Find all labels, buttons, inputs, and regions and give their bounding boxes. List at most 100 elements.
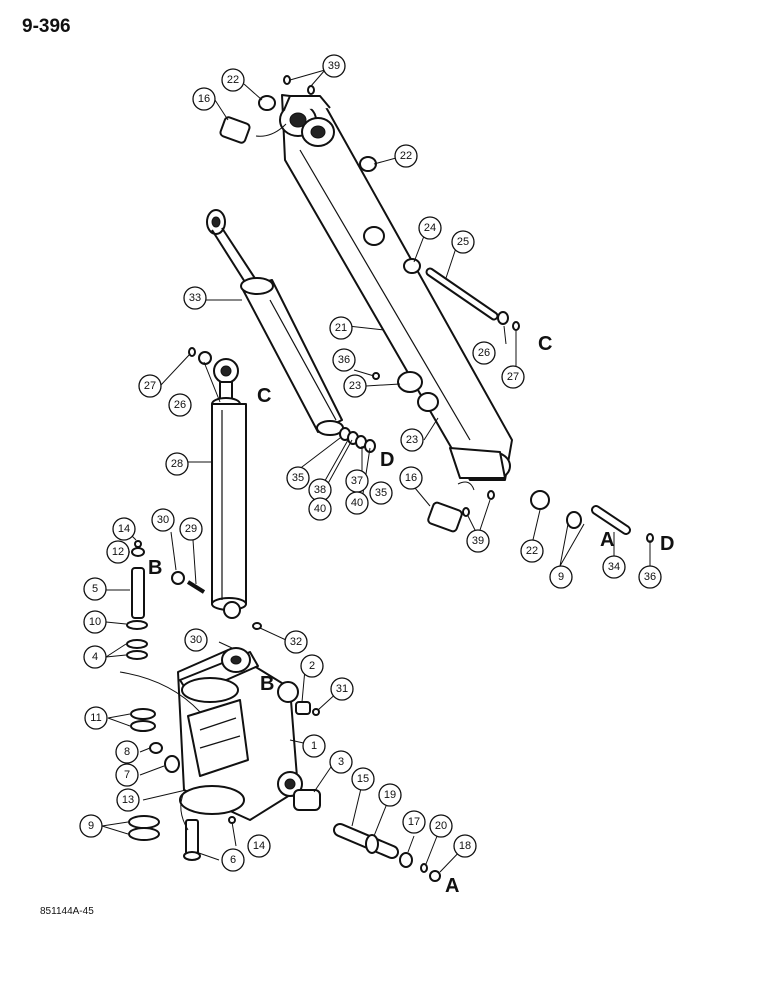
svg-text:14: 14 xyxy=(253,840,265,852)
svg-text:33: 33 xyxy=(189,292,201,304)
svg-text:1: 1 xyxy=(311,740,317,752)
svg-text:30: 30 xyxy=(157,514,169,526)
svg-text:31: 31 xyxy=(336,683,348,695)
svg-text:27: 27 xyxy=(507,371,519,383)
ref-letter-b-lower: B xyxy=(260,673,274,695)
svg-text:21: 21 xyxy=(335,322,347,334)
svg-text:22: 22 xyxy=(400,150,412,162)
svg-text:10: 10 xyxy=(89,616,101,628)
callout-39b: 39 xyxy=(466,529,490,553)
ref-letter-c-lower: C xyxy=(257,385,271,407)
callout-27a: 27 xyxy=(501,365,525,389)
callout-10: 10 xyxy=(83,610,107,634)
callout-39a: 39 xyxy=(322,54,346,78)
svg-text:36: 36 xyxy=(338,354,350,366)
callout-30a: 30 xyxy=(151,508,175,532)
svg-text:19: 19 xyxy=(384,789,396,801)
callout-28: 28 xyxy=(165,452,189,476)
callout-29: 29 xyxy=(179,517,203,541)
svg-text:40: 40 xyxy=(351,497,363,509)
callout-23a: 23 xyxy=(343,374,367,398)
svg-text:4: 4 xyxy=(92,651,98,663)
svg-text:32: 32 xyxy=(290,636,302,648)
ref-letter-a-lower: A xyxy=(445,875,459,897)
lower-cylinder xyxy=(211,358,247,619)
svg-text:3: 3 xyxy=(338,756,344,768)
svg-text:12: 12 xyxy=(112,546,124,558)
page-number: 9-396 xyxy=(22,16,71,37)
figure-code: 851144A-45 xyxy=(40,906,94,917)
svg-text:36: 36 xyxy=(644,571,656,583)
ref-letter-a-right: A xyxy=(600,529,614,551)
svg-text:5: 5 xyxy=(92,583,98,595)
svg-text:17: 17 xyxy=(408,816,420,828)
svg-text:16: 16 xyxy=(405,472,417,484)
svg-text:6: 6 xyxy=(230,854,236,866)
svg-text:23: 23 xyxy=(406,434,418,446)
callout-15: 15 xyxy=(351,767,375,791)
callout-9a: 9 xyxy=(549,565,573,589)
boom-arm xyxy=(279,94,513,481)
callout-34: 34 xyxy=(602,555,626,579)
callout-8: 8 xyxy=(115,740,139,764)
svg-text:14: 14 xyxy=(118,523,130,535)
callout-24: 24 xyxy=(418,216,442,240)
svg-text:22: 22 xyxy=(227,74,239,86)
svg-text:18: 18 xyxy=(459,840,471,852)
svg-text:26: 26 xyxy=(174,399,186,411)
callout-26a: 26 xyxy=(472,341,496,365)
callout-33: 33 xyxy=(183,286,207,310)
callout-32: 32 xyxy=(284,630,308,654)
svg-text:13: 13 xyxy=(122,794,134,806)
callout-17: 17 xyxy=(402,810,426,834)
svg-text:9: 9 xyxy=(558,571,564,583)
callout-30b: 30 xyxy=(184,628,208,652)
callout-6: 6 xyxy=(221,848,245,872)
callout-9b: 9 xyxy=(79,814,103,838)
callout-7: 7 xyxy=(115,763,139,787)
callout-22b: 22 xyxy=(394,144,418,168)
svg-text:39: 39 xyxy=(328,60,340,72)
svg-text:8: 8 xyxy=(124,746,130,758)
svg-text:26: 26 xyxy=(478,347,490,359)
svg-text:35: 35 xyxy=(375,487,387,499)
bushings-and-pins xyxy=(126,75,654,882)
callout-3: 3 xyxy=(329,750,353,774)
callout-36a: 36 xyxy=(332,348,356,372)
svg-text:40: 40 xyxy=(314,503,326,515)
svg-text:27: 27 xyxy=(144,380,156,392)
ref-letter-b-upper: B xyxy=(148,557,162,579)
svg-text:37: 37 xyxy=(351,475,363,487)
svg-text:15: 15 xyxy=(357,773,369,785)
ref-letter-d-mid: D xyxy=(380,449,394,471)
callout-40b: 40 xyxy=(345,491,369,515)
callout-37: 37 xyxy=(345,469,369,493)
svg-text:11: 11 xyxy=(90,712,101,724)
callout-13: 13 xyxy=(116,788,140,812)
callout-26b: 26 xyxy=(168,393,192,417)
svg-text:38: 38 xyxy=(314,484,326,496)
svg-text:20: 20 xyxy=(435,820,447,832)
svg-text:34: 34 xyxy=(608,561,620,573)
ref-letter-d-right: D xyxy=(660,533,674,555)
callout-16b: 16 xyxy=(399,466,423,490)
callout-14a: 14 xyxy=(112,517,136,541)
svg-text:30: 30 xyxy=(190,634,202,646)
callout-35a: 35 xyxy=(286,466,310,490)
callout-21: 21 xyxy=(329,316,353,340)
svg-text:2: 2 xyxy=(309,660,315,672)
swing-tower xyxy=(177,647,303,821)
callout-20: 20 xyxy=(429,814,453,838)
callout-1: 1 xyxy=(302,734,326,758)
callout-11: 11 xyxy=(84,706,108,730)
svg-text:22: 22 xyxy=(526,545,538,557)
svg-text:7: 7 xyxy=(124,769,130,781)
svg-text:28: 28 xyxy=(171,458,183,470)
callout-18: 18 xyxy=(453,834,477,858)
svg-text:9: 9 xyxy=(88,820,94,832)
callout-22c: 22 xyxy=(520,539,544,563)
callout-23b: 23 xyxy=(400,428,424,452)
callout-27b: 27 xyxy=(138,374,162,398)
callout-14b: 14 xyxy=(247,834,271,858)
